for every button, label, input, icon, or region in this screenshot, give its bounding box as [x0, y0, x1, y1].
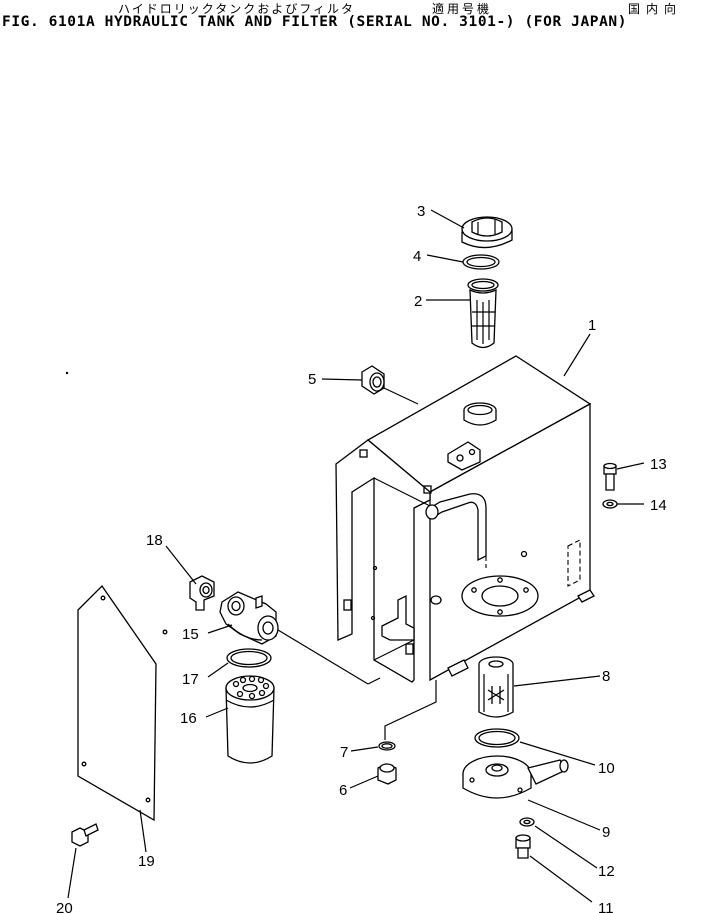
japanese-title: ハイドロリックタンクおよびフィルタ — [118, 2, 356, 16]
callout-3: 3 — [417, 203, 425, 220]
callout-15: 15 — [182, 626, 199, 643]
drain-plug-6-part[interactable] — [377, 763, 397, 785]
callout-4: 4 — [413, 248, 421, 265]
o-ring-10-part[interactable] — [474, 728, 520, 748]
cover-plate-19-part[interactable] — [77, 584, 168, 822]
bolt-11-part[interactable] — [515, 834, 531, 859]
tank-plug-part[interactable] — [361, 365, 385, 395]
applicable-serial-label: 適用号機 — [432, 2, 493, 16]
callout-14: 14 — [650, 497, 667, 514]
bolt-13-part[interactable] — [603, 462, 617, 491]
figure-title: FIG. 6101A HYDRAULIC TANK AND FILTER (SE… — [2, 14, 628, 30]
o-ring-17-part[interactable] — [226, 648, 272, 668]
element-8-part[interactable] — [478, 656, 514, 718]
callout-7: 7 — [340, 744, 348, 761]
hydraulic-tank-part[interactable] — [335, 355, 595, 683]
callout-16: 16 — [180, 710, 197, 727]
stray-dot — [65, 371, 69, 375]
callout-10: 10 — [598, 760, 615, 777]
callout-6: 6 — [339, 782, 347, 799]
cap-o-ring-part[interactable] — [462, 254, 500, 270]
filler-cap-part[interactable] — [461, 216, 513, 249]
callout-9: 9 — [602, 824, 610, 841]
callout-12: 12 — [598, 863, 615, 880]
callout-2: 2 — [414, 293, 422, 310]
callout-19: 19 — [138, 853, 155, 870]
leader-lines — [67, 209, 645, 903]
callout-11: 11 — [598, 900, 614, 913]
callout-1: 1 — [588, 317, 596, 334]
filter-cartridge-16-part[interactable] — [225, 675, 275, 764]
callout-20: 20 — [56, 900, 73, 913]
elbow-18-part[interactable] — [189, 575, 215, 611]
strainer-part[interactable] — [467, 278, 499, 349]
filter-case-9-part[interactable] — [462, 755, 569, 799]
callout-8: 8 — [602, 668, 610, 685]
o-ring-7-part[interactable] — [378, 741, 396, 751]
washer-12-part[interactable] — [519, 817, 535, 827]
callout-13: 13 — [650, 456, 667, 473]
callout-5: 5 — [308, 371, 316, 388]
washer-14-part[interactable] — [602, 499, 618, 509]
domestic-label: 国内向 — [628, 2, 683, 16]
callout-17: 17 — [182, 671, 199, 688]
callout-18: 18 — [146, 532, 163, 549]
filter-head-15-part[interactable] — [219, 591, 381, 685]
bolt-20-part[interactable] — [71, 823, 99, 847]
drain-leader-line — [384, 680, 437, 740]
